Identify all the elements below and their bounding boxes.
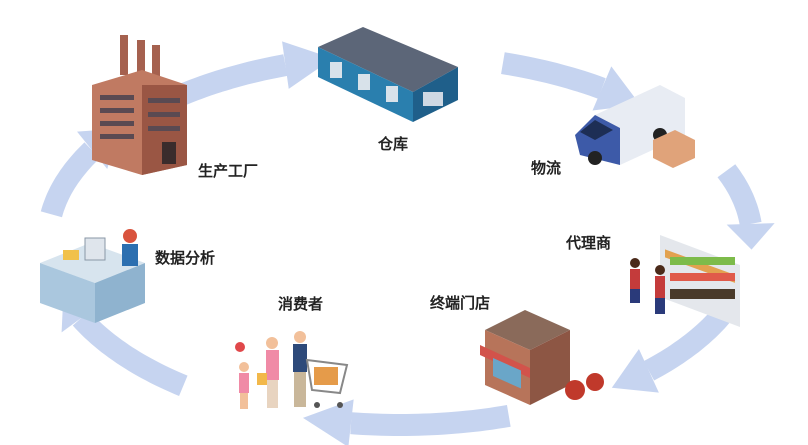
flow-arrow-head [592, 66, 641, 111]
desk-worker-icon [40, 229, 145, 323]
node-label-warehouse: 仓库 [378, 135, 409, 153]
node-label-analysis: 数据分析 [155, 249, 216, 267]
flow-arrow-shaft [72, 310, 188, 396]
flow-arrow-shaft [643, 302, 735, 381]
flow-arrow-head [282, 41, 333, 89]
flow-arrow-head [302, 399, 354, 445]
flow-arrow-head [611, 348, 659, 393]
flow-arrow-shaft [501, 52, 606, 99]
shelves-icon [630, 235, 740, 327]
store-icon [480, 310, 604, 405]
flow-arrow-shaft [350, 405, 511, 436]
warehouse-icon [318, 27, 458, 122]
shoppers-icon [235, 331, 349, 409]
node-label-logistics: 物流 [531, 159, 562, 177]
flow-arrow-shaft [40, 142, 100, 218]
node-label-consumer: 消费者 [278, 295, 324, 313]
flow-arrow-head [726, 223, 775, 250]
node-label-factory: 生产工厂 [198, 162, 259, 180]
van-icon [575, 85, 695, 168]
flow-arrow-shaft [717, 164, 762, 226]
node-label-store: 终端门店 [430, 294, 491, 312]
factory-icon [92, 35, 187, 175]
node-label-agent: 代理商 [566, 234, 612, 252]
